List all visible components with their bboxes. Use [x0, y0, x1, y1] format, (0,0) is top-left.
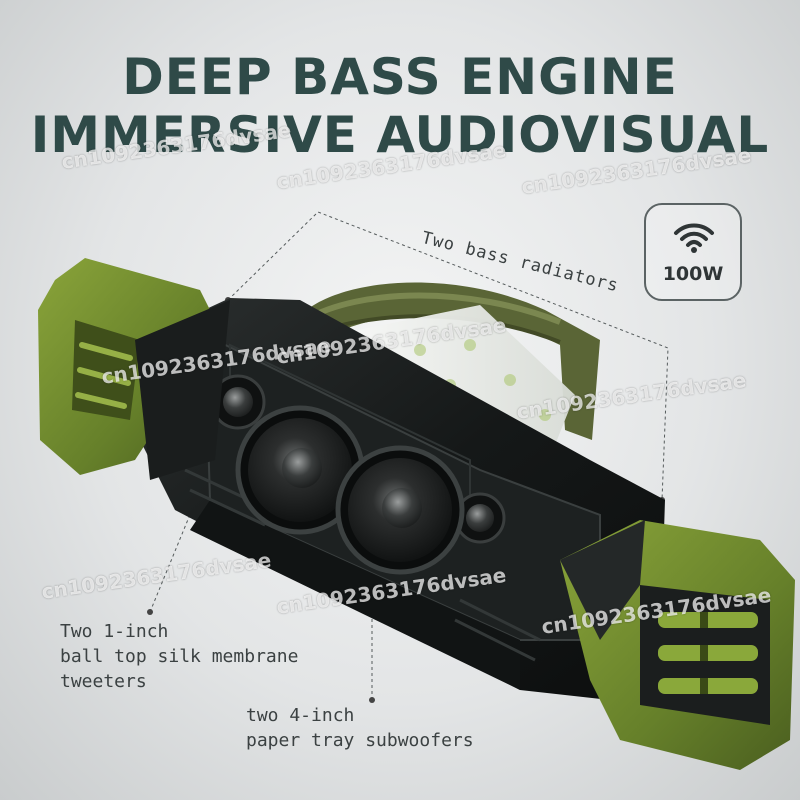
end-cap-left	[38, 258, 230, 480]
callout-tweeters-line: Two 1-inch	[60, 621, 169, 642]
headline-line-2: IMMERSIVE AUDIOVISUAL	[30, 106, 770, 164]
tweeter-right	[454, 492, 506, 544]
wifi-icon	[674, 223, 714, 253]
callout-subwoofers: two 4-inch paper tray subwoofers	[246, 703, 474, 753]
end-cap-right	[560, 520, 795, 770]
callout-tweeters-line: ball top silk membrane	[60, 646, 299, 667]
callout-tweeters-line: tweeters	[60, 671, 147, 692]
woofer-left	[235, 405, 365, 535]
callout-subwoofers-line: paper tray subwoofers	[246, 730, 474, 751]
power-rating: 100W	[662, 263, 724, 285]
callout-subwoofers-line: two 4-inch	[246, 705, 355, 726]
woofer-right	[335, 445, 465, 575]
headline-line-1: DEEP BASS ENGINE	[122, 48, 678, 106]
power-badge: 100W	[644, 203, 742, 301]
callout-tweeters: Two 1-inch ball top silk membrane tweete…	[60, 619, 298, 694]
